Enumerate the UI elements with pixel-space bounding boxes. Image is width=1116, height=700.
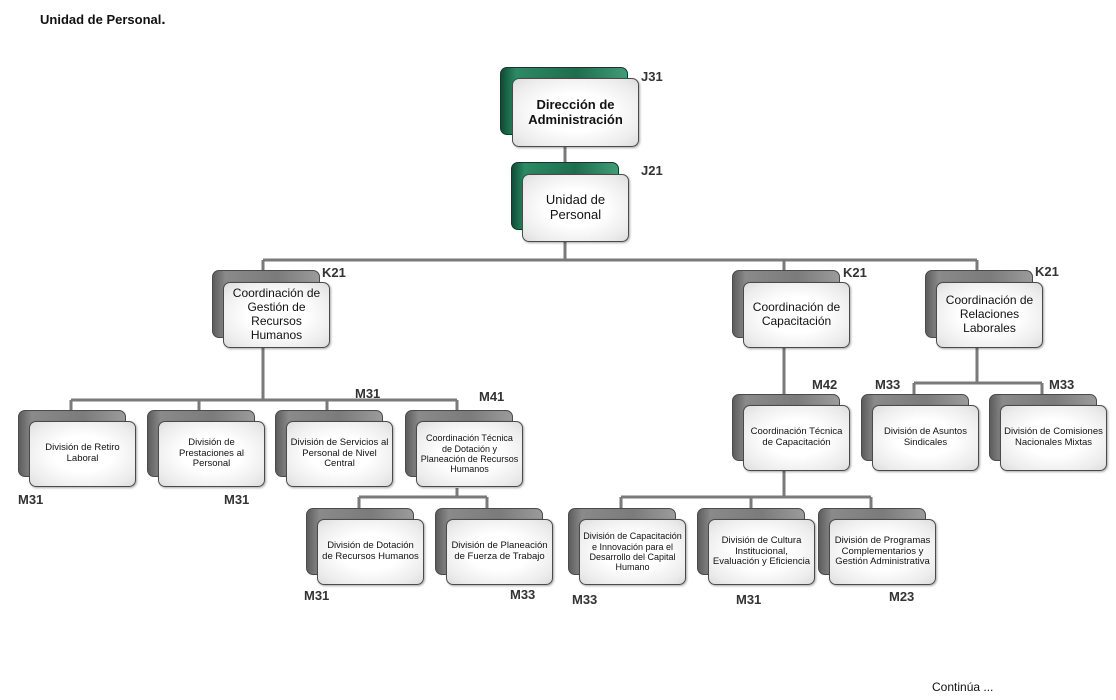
node-code: K21 xyxy=(1035,264,1059,279)
page-title-text: Unidad de Personal xyxy=(40,12,162,27)
node-code: M31 xyxy=(18,492,44,507)
node-code: M33 xyxy=(572,592,598,607)
node-label: Coordinación de Capacitación xyxy=(752,300,841,328)
node-code: K21 xyxy=(843,265,867,280)
node-label: División de Comisiones Nacionales Mixtas xyxy=(1004,426,1103,448)
node-code: K21 xyxy=(322,265,346,280)
node-code: M31 xyxy=(224,492,250,507)
node-label: División de Prestaciones al Personal xyxy=(179,436,244,470)
node-label: Unidad de Personal xyxy=(545,192,606,222)
node-label: División de Planeación de Fuerza de Trab… xyxy=(451,540,548,562)
node-code: M31 xyxy=(304,588,330,603)
node-code: M33 xyxy=(875,377,901,392)
node-label: Coordinación de Relaciones Laborales xyxy=(945,293,1034,335)
node-label: División de Programas Complementarios y … xyxy=(834,534,931,568)
page-title-period: . xyxy=(161,11,166,28)
node-label: Coordinación Técnica de Dotación y Plane… xyxy=(420,433,519,475)
node-label: División de Asuntos Sindicales xyxy=(884,426,967,448)
node-code: M42 xyxy=(812,377,838,392)
node-code: M41 xyxy=(479,389,505,404)
node-code: M33 xyxy=(1049,377,1075,392)
node-label: División de Capacitación e Innovación pa… xyxy=(583,531,682,573)
page-title: Unidad de Personal. xyxy=(40,11,166,28)
node-label: Dirección de Administración xyxy=(528,96,623,127)
node-label: División de Servicios al Personal de Niv… xyxy=(290,436,389,470)
continued-note: Continúa ... xyxy=(932,680,994,694)
node-code: M31 xyxy=(736,592,762,607)
node-code: M33 xyxy=(510,587,536,602)
node-code: M23 xyxy=(889,589,915,604)
node-code: M31 xyxy=(355,386,381,401)
node-label: Coordinación de Gestión de Recursos Huma… xyxy=(232,286,321,342)
node-label: Coordinación Técnica de Capacitación xyxy=(750,426,843,448)
node-code: J31 xyxy=(641,69,663,84)
node-label: División de Dotación de Recursos Humanos xyxy=(322,540,419,562)
node-label: División de Retiro Laboral xyxy=(45,442,120,464)
node-code: J21 xyxy=(641,163,663,178)
node-label: División de Cultura Institucional, Evalu… xyxy=(712,534,811,568)
